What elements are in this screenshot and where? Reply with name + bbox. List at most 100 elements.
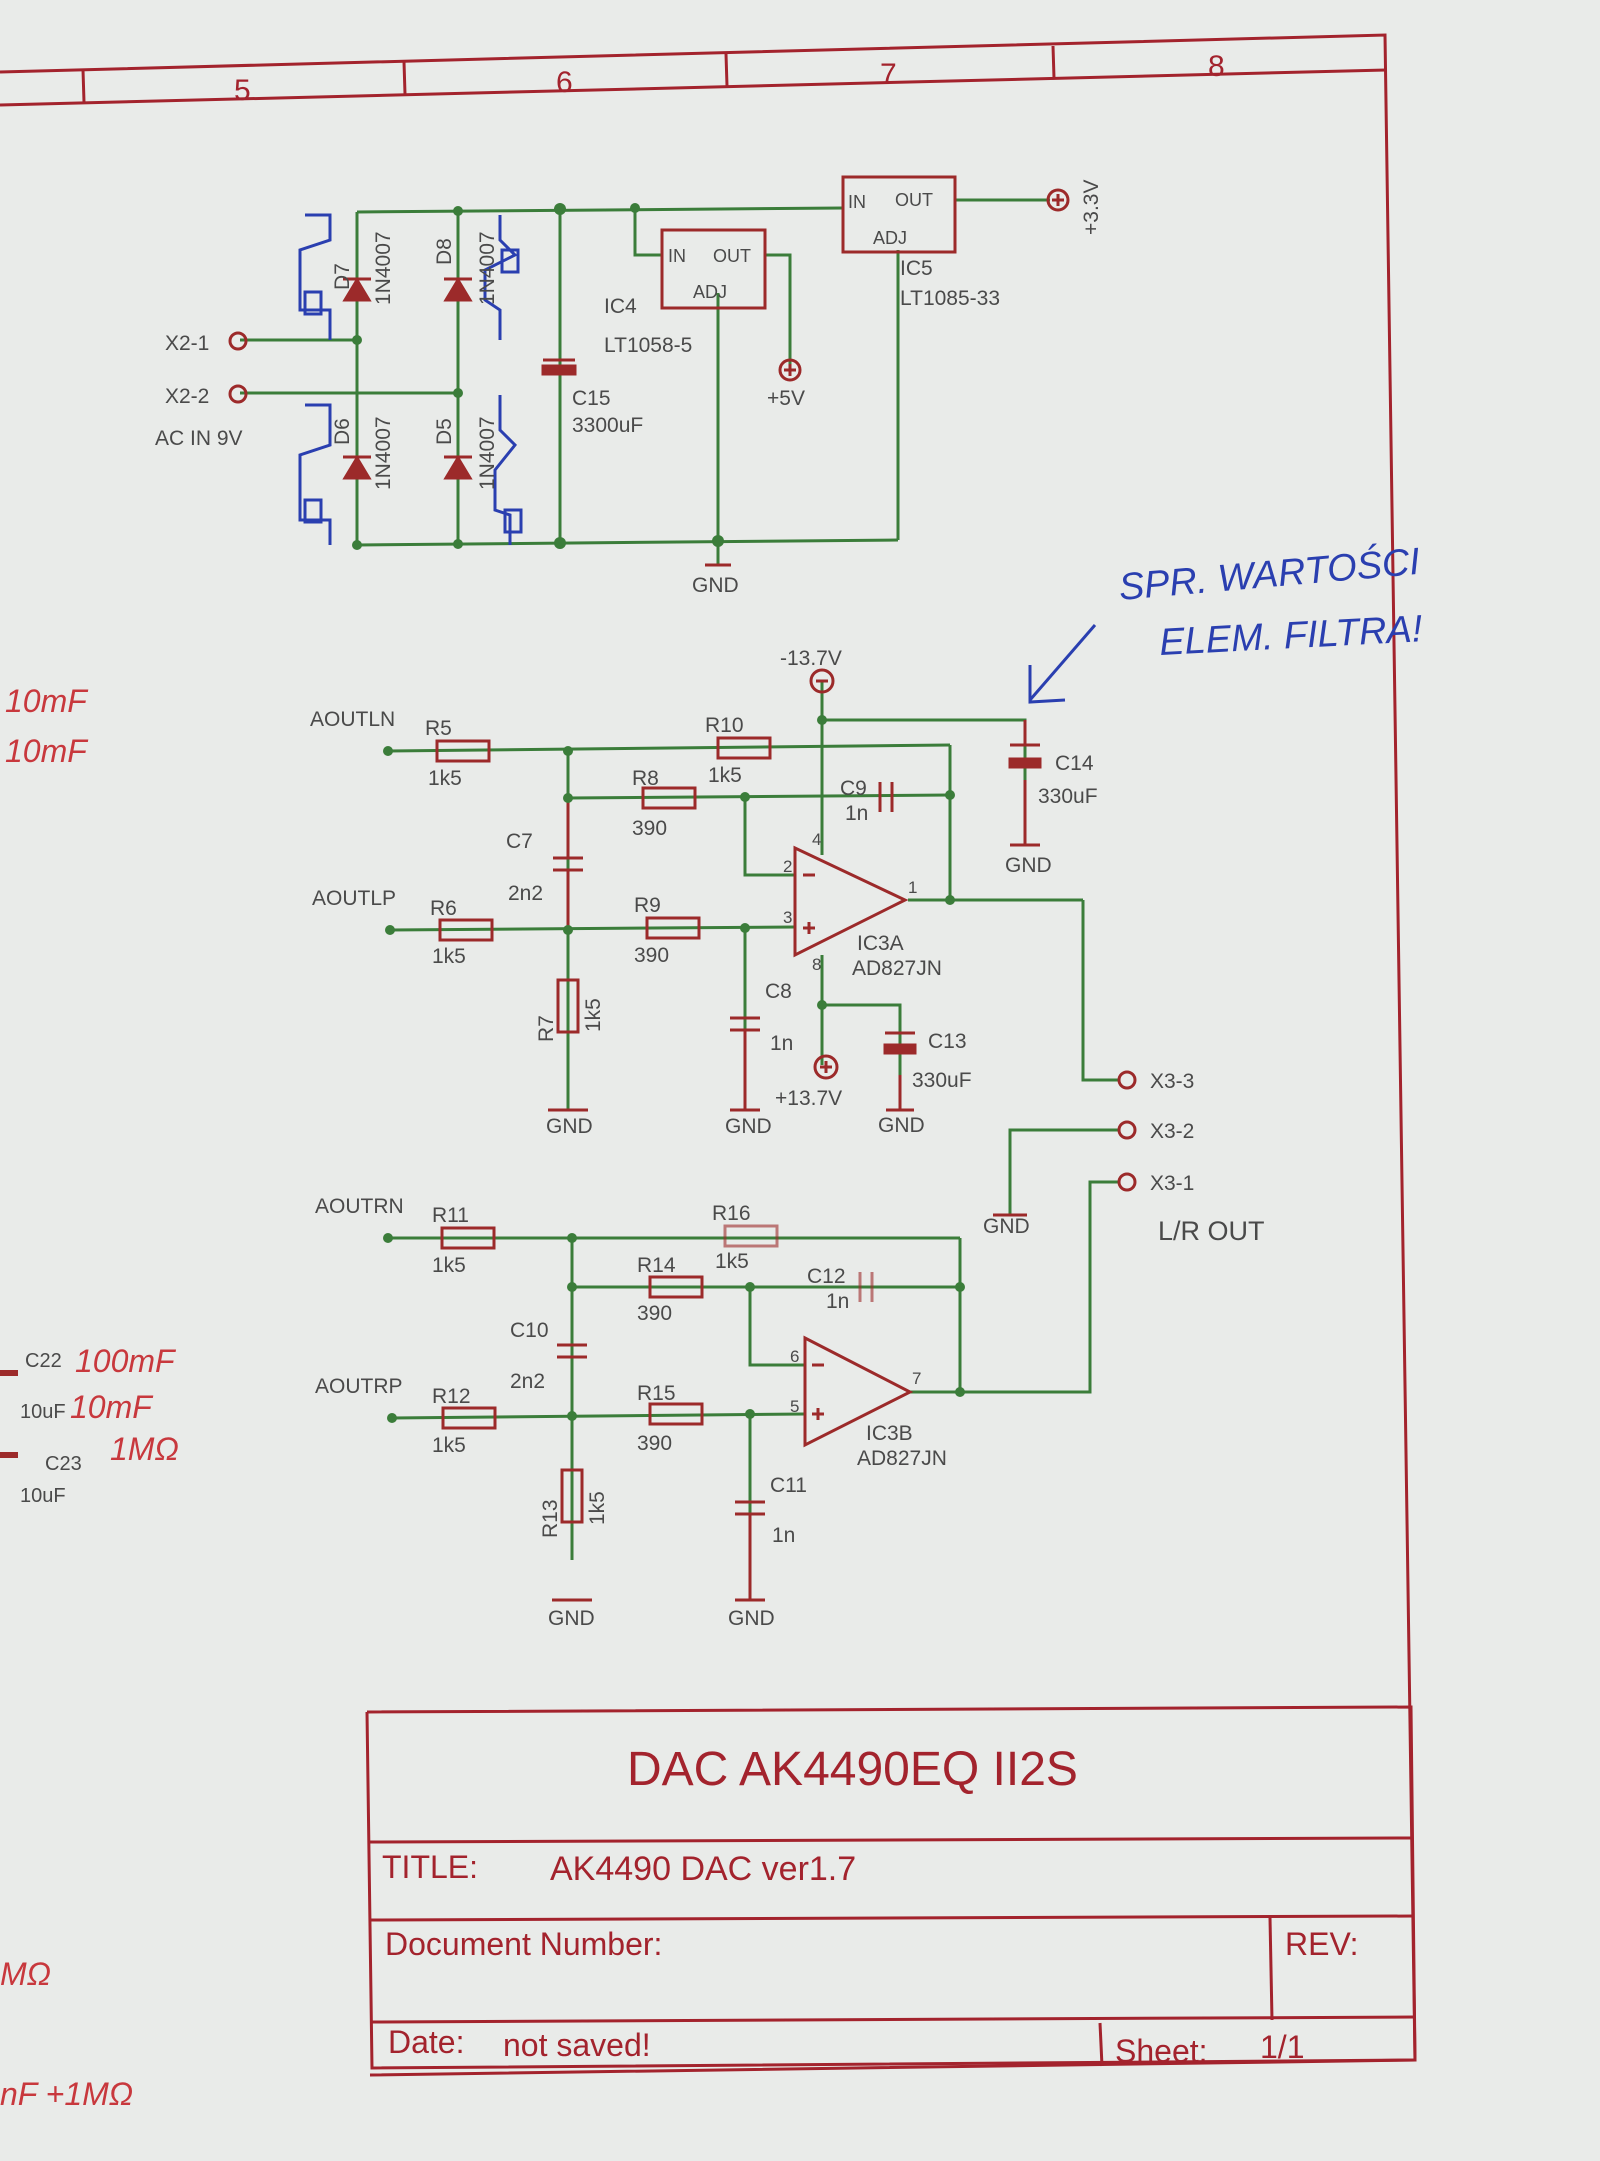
rail-neg-symbol bbox=[809, 668, 835, 694]
left-channel-dots bbox=[383, 715, 955, 1010]
d6-ref: D6 bbox=[331, 418, 354, 445]
rail-5v-label: +5V bbox=[767, 387, 805, 410]
pin-label: 1 bbox=[908, 878, 917, 897]
connector-x3-2[interactable] bbox=[1117, 1120, 1137, 1140]
r11-value: 1k5 bbox=[432, 1254, 466, 1277]
revision-label: REV: bbox=[1285, 1926, 1359, 1962]
red-note: 10mF bbox=[5, 683, 89, 719]
r16-value: 1k5 bbox=[715, 1250, 749, 1273]
ic4-body bbox=[660, 228, 767, 310]
pin-label: 8 bbox=[812, 955, 821, 974]
r13-ref: R13 bbox=[539, 1499, 562, 1538]
connector-x2-2[interactable] bbox=[228, 384, 248, 404]
gnd-label: GND bbox=[983, 1215, 1030, 1238]
rail-pos-symbol bbox=[813, 1054, 839, 1080]
right-channel-wires bbox=[388, 1236, 962, 1600]
ic5-in: IN bbox=[848, 192, 866, 212]
diode-symbol bbox=[342, 455, 372, 480]
output-label: L/R OUT bbox=[1158, 1216, 1265, 1246]
c15-value: 3300uF bbox=[572, 414, 643, 437]
r5-body bbox=[435, 739, 491, 763]
input-label: AOUTRP bbox=[315, 1375, 403, 1398]
r12-value: 1k5 bbox=[432, 1434, 466, 1457]
connector-label: X3-3 bbox=[1150, 1070, 1194, 1093]
rail-pos-label: +13.7V bbox=[775, 1087, 842, 1110]
d5-ref: D5 bbox=[433, 418, 456, 445]
connector-x3-1[interactable] bbox=[1117, 1172, 1137, 1192]
gnd-label: GND bbox=[1005, 854, 1052, 877]
r15-body bbox=[648, 1402, 704, 1426]
connector-label: X2-1 bbox=[165, 332, 209, 355]
ic4-in: IN bbox=[668, 246, 686, 266]
c14-value: 330uF bbox=[1038, 785, 1098, 808]
right-channel-parts bbox=[440, 1224, 914, 1602]
r10-value: 1k5 bbox=[708, 764, 742, 787]
sheet-label: Sheet: bbox=[1115, 2033, 1208, 2069]
r9-body bbox=[645, 916, 701, 940]
connector-x3-3[interactable] bbox=[1117, 1070, 1137, 1090]
ac-input-label: AC IN 9V bbox=[155, 427, 243, 450]
input-label: AOUTRN bbox=[315, 1195, 404, 1218]
r6-value: 1k5 bbox=[432, 945, 466, 968]
diode-symbol bbox=[443, 277, 473, 302]
ic4-part: LT1058-5 bbox=[604, 334, 692, 357]
rail-33v-symbol bbox=[1046, 188, 1070, 212]
r15-ref: R15 bbox=[637, 1382, 676, 1405]
gnd-label: GND bbox=[725, 1115, 772, 1138]
pin-label: 3 bbox=[783, 908, 792, 927]
red-notes: 10mF 10mF 100mF 10mF 1MΩ MΩ nF +1MΩ bbox=[0, 683, 179, 2112]
gnd-label: GND bbox=[878, 1114, 925, 1137]
c12-value: 1n bbox=[826, 1290, 849, 1313]
c14-ref: C14 bbox=[1055, 752, 1094, 775]
connector-x2-1[interactable] bbox=[228, 331, 248, 351]
title-block-text: DAC AK4490EQ II2S TITLE: AK4490 DAC ver1… bbox=[382, 1743, 1359, 2069]
title-label: TITLE: bbox=[382, 1849, 478, 1885]
r14-body bbox=[648, 1275, 704, 1299]
title-block-heading: DAC AK4490EQ II2S bbox=[627, 1743, 1078, 1796]
pin-label: 4 bbox=[812, 830, 821, 849]
c23-ref: C23 bbox=[45, 1453, 82, 1475]
c8-ref: C8 bbox=[765, 980, 792, 1003]
date-label: Date: bbox=[388, 2024, 464, 2060]
ic4-adj: ADJ bbox=[693, 282, 727, 302]
connector-label: X2-2 bbox=[165, 385, 209, 408]
ic5-ref: IC5 bbox=[900, 257, 933, 280]
column-numbers: 5 6 7 8 bbox=[234, 50, 1225, 107]
c9-value: 1n bbox=[845, 802, 868, 825]
right-channel-labels: AOUTRN AOUTRP R11 1k5 R16 1k5 R14 390 C1… bbox=[315, 1195, 947, 1630]
gnd-label: GND bbox=[692, 574, 739, 597]
gnd-label: GND bbox=[728, 1607, 775, 1630]
c7-ref: C7 bbox=[506, 830, 533, 853]
c23-value: 10uF bbox=[20, 1485, 66, 1507]
power-supply-parts bbox=[228, 175, 1070, 567]
opamp-part: AD827JN bbox=[857, 1447, 947, 1470]
gnd-label: GND bbox=[548, 1607, 595, 1630]
c13-ref: C13 bbox=[928, 1030, 967, 1053]
red-note: 10mF bbox=[5, 733, 89, 769]
c9-ref: C9 bbox=[840, 777, 867, 800]
r5-value: 1k5 bbox=[428, 767, 462, 790]
c11-value: 1n bbox=[772, 1524, 795, 1547]
title-block bbox=[365, 1705, 1417, 2070]
c22-value: 10uF bbox=[20, 1401, 66, 1423]
r8-value: 390 bbox=[632, 817, 667, 840]
pin-label: 6 bbox=[790, 1347, 799, 1366]
ic5-part: LT1085-33 bbox=[900, 287, 1000, 310]
rail-neg-label: -13.7V bbox=[780, 647, 842, 670]
r12-ref: R12 bbox=[432, 1385, 471, 1408]
d5-value: 1N4007 bbox=[476, 416, 499, 490]
sheet-frame bbox=[0, 33, 1417, 2077]
power-supply-labels: X2-1 X2-2 AC IN 9V D7 1N4007 D8 1N4007 D… bbox=[155, 180, 1103, 597]
red-note: nF +1MΩ bbox=[0, 2076, 133, 2112]
connector-label: X3-2 bbox=[1150, 1120, 1194, 1143]
handwritten-mods bbox=[298, 213, 523, 545]
left-channel-labels: AOUTLN AOUTLP -13.7V R5 1k5 R10 1k5 R8 3… bbox=[310, 647, 1098, 1138]
c8-value: 1n bbox=[770, 1032, 793, 1055]
output-labels: X3-3 X3-2 X3-1 L/R OUT GND bbox=[983, 1070, 1265, 1246]
r15-value: 390 bbox=[637, 1432, 672, 1455]
r8-body bbox=[641, 786, 697, 810]
c12-ref: C12 bbox=[807, 1265, 846, 1288]
left-channel-parts bbox=[435, 668, 1042, 1112]
sidebar-parts: C22 10uF C23 10uF bbox=[0, 1350, 82, 1507]
